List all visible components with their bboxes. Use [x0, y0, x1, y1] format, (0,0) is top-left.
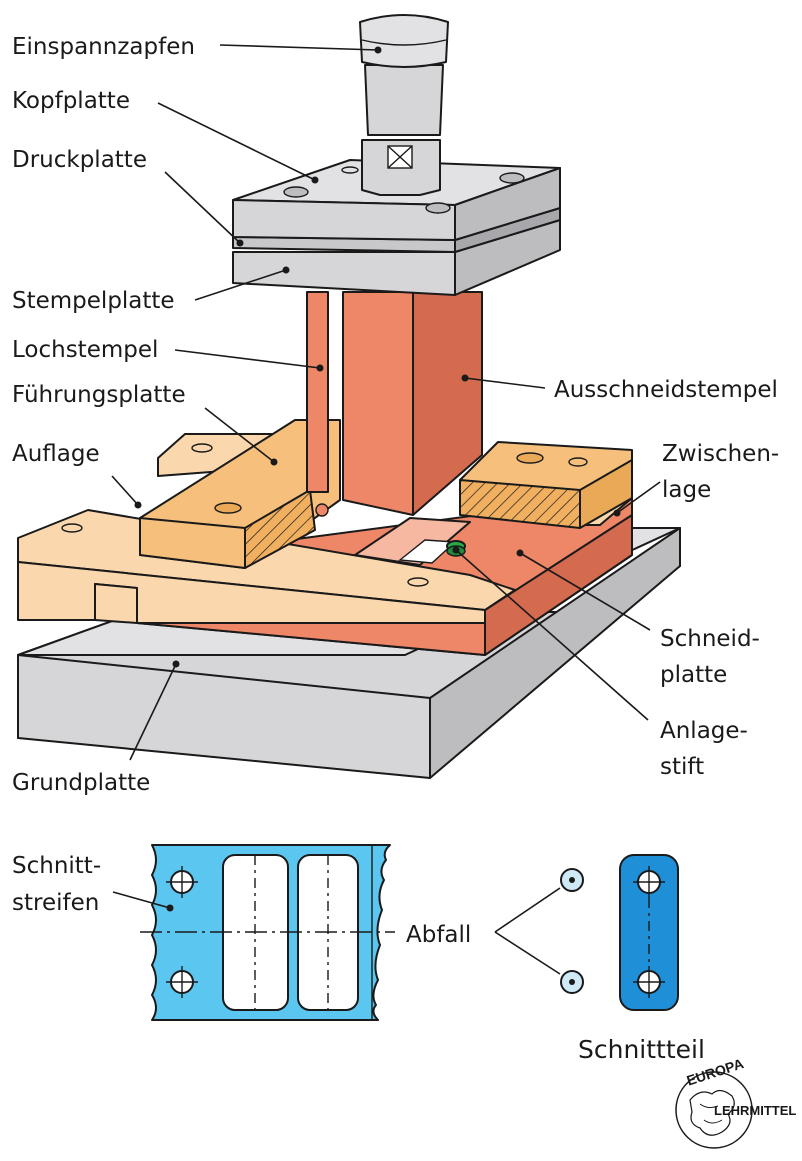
- abfall-part: [494, 868, 584, 994]
- strip-labels: Schnitt- streifen Abfall Schnittteil: [12, 853, 705, 1064]
- label-einspannzapfen: Einspannzapfen: [12, 34, 195, 60]
- label-schnittteil: Schnittteil: [578, 1035, 705, 1064]
- einspannzapfen-part: [359, 14, 449, 196]
- europa-lehrmittel-logo: EUROPA LEHRMITTEL: [675, 1055, 796, 1149]
- schnittteil-part: [619, 854, 679, 1011]
- label-ausschneidstempel: Ausschneidstempel: [554, 377, 778, 403]
- fuehrungsplatte-part: [139, 419, 633, 569]
- label-abfall: Abfall: [406, 922, 471, 948]
- label-schnittstreifen-1: Schnitt-: [12, 853, 101, 879]
- part-labels: Einspannzapfen Kopfplatte Druckplatte St…: [12, 34, 779, 796]
- label-auflage: Auflage: [12, 441, 100, 467]
- schnittstreifen-part: [140, 844, 395, 1021]
- label-schnittstreifen-2: streifen: [12, 890, 99, 916]
- ausschneidstempel-part: [342, 291, 483, 516]
- label-schneidplatte-2: platte: [660, 662, 727, 688]
- label-druckplatte: Druckplatte: [12, 147, 147, 173]
- label-kopfplatte: Kopfplatte: [12, 88, 130, 114]
- lochstempel-part: [306, 291, 329, 517]
- druckplatte-part: [232, 207, 561, 253]
- label-zwischenlage-1: Zwischen-: [662, 441, 779, 467]
- logo-lehrmittel-text: LEHRMITTEL: [714, 1103, 796, 1118]
- label-zwischenlage-2: lage: [662, 477, 711, 503]
- label-schneidplatte-1: Schneid-: [660, 626, 760, 652]
- stempelplatte-part: [232, 219, 561, 296]
- label-fuehrungsplatte: Führungsplatte: [12, 382, 186, 408]
- label-lochstempel: Lochstempel: [12, 337, 158, 363]
- leader-lines-bottom: [112, 891, 174, 912]
- label-grundplatte: Grundplatte: [12, 770, 150, 796]
- label-anlagestift-1: Anlage-: [660, 718, 748, 744]
- leader-lines: [111, 44, 661, 761]
- label-stempelplatte: Stempelplatte: [12, 288, 175, 314]
- label-anlagestift-2: stift: [660, 754, 704, 780]
